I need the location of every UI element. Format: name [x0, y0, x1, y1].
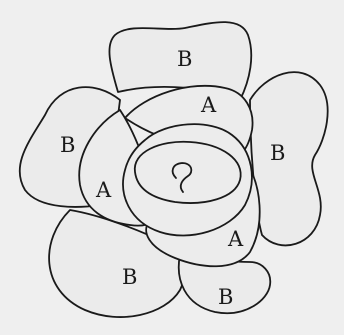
label-inner-left: A	[95, 178, 112, 202]
label-inner-bottom-right: A	[227, 227, 244, 251]
outer-petal-right	[250, 72, 328, 245]
label-outer-right: B	[270, 141, 285, 165]
center-bud-rim	[135, 142, 241, 203]
label-outer-bottom-left: B	[122, 265, 137, 289]
label-inner-top: A	[200, 93, 217, 117]
label-outer-bottom-right: B	[218, 285, 233, 309]
label-outer-top: B	[177, 47, 192, 71]
label-outer-left: B	[60, 133, 75, 157]
